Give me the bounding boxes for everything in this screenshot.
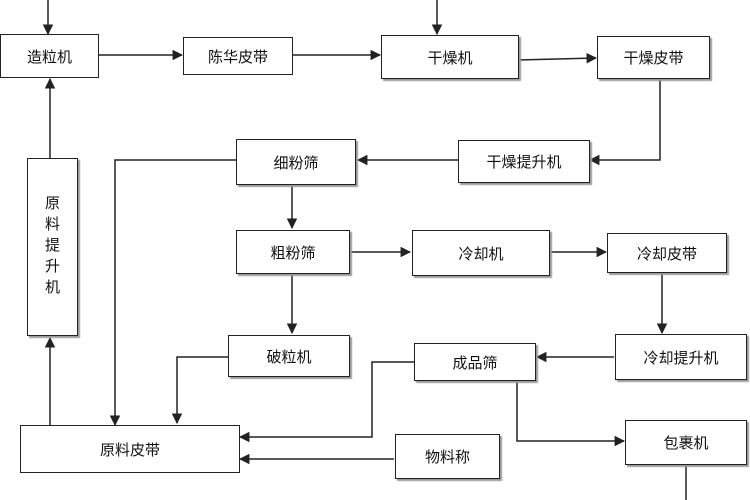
node-coarse-screen: 粗粉筛 bbox=[236, 230, 350, 274]
node-fine-screen: 细粉筛 bbox=[236, 139, 356, 185]
node-granulator: 造粒机 bbox=[0, 34, 99, 78]
node-weigher: 物料称 bbox=[395, 434, 500, 479]
node-dryer: 干燥机 bbox=[381, 35, 519, 79]
node-cooler-elevator: 冷却提升机 bbox=[615, 334, 747, 380]
node-chenhua-belt: 陈华皮带 bbox=[183, 37, 293, 75]
arrow-finescreen-to-materialbelt bbox=[109, 159, 238, 427]
arrow-crusher-to-materialbelt bbox=[171, 356, 228, 425]
node-packer: 包裹机 bbox=[625, 420, 747, 465]
node-cooler-belt: 冷却皮带 bbox=[607, 233, 727, 273]
node-product-screen: 成品筛 bbox=[414, 343, 536, 381]
arrow-productscreen-to-materialbelt bbox=[238, 361, 415, 443]
node-material-belt: 原料皮带 bbox=[20, 425, 240, 473]
node-raw-elevator: 原料提升机 bbox=[27, 158, 78, 336]
arrow-productscreen-to-packer bbox=[516, 379, 626, 447]
node-crusher: 破粒机 bbox=[228, 335, 350, 377]
node-dryer-belt: 干燥皮带 bbox=[597, 36, 710, 79]
arrow-dryer-to-dryerbelt bbox=[517, 52, 598, 64]
node-dryer-elevator: 干燥提升机 bbox=[458, 140, 590, 183]
node-cooler: 冷却机 bbox=[412, 230, 550, 276]
arrow-dryerbelt-to-elevator bbox=[588, 78, 661, 166]
